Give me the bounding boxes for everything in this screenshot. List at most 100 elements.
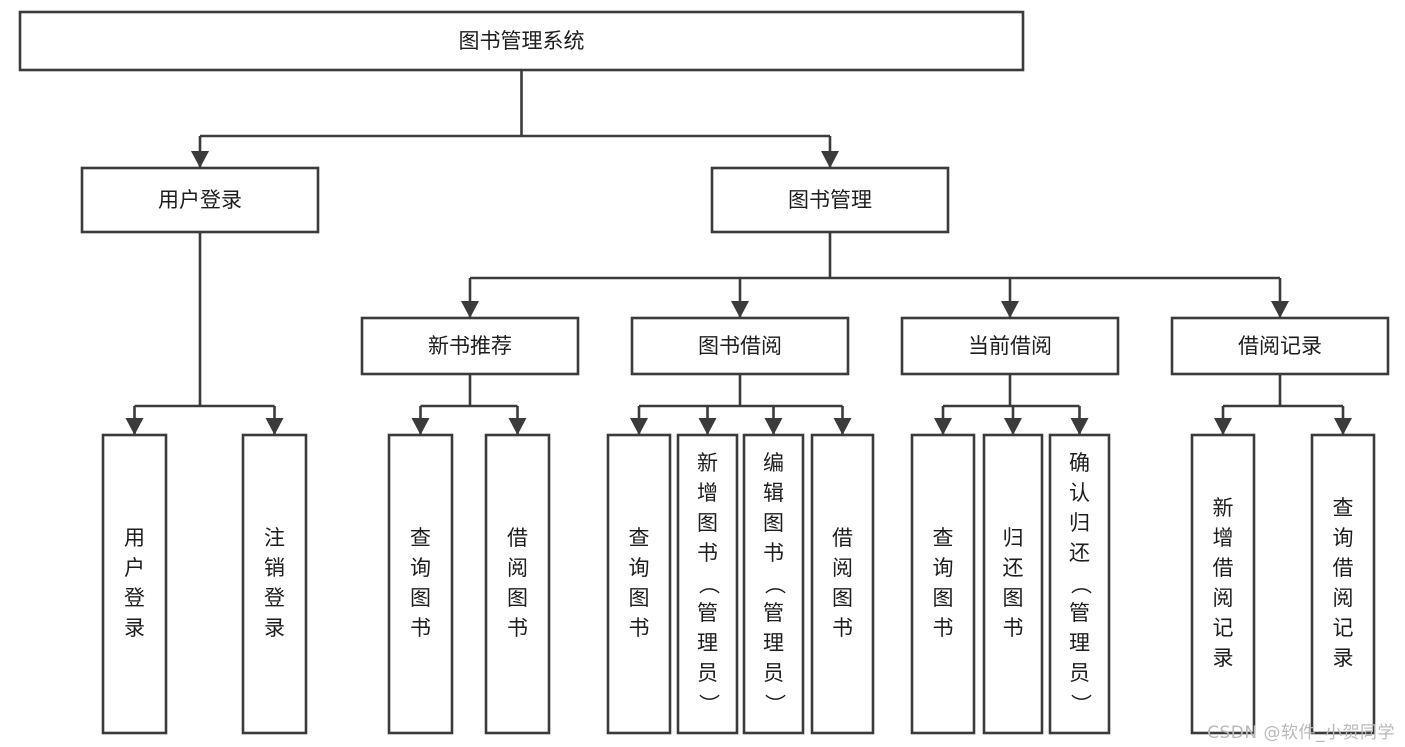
node-level3-图书借阅[interactable]: 图书借阅: [630, 316, 850, 376]
node-label: 图书管理: [788, 188, 872, 212]
svg-text:增: 增: [697, 481, 718, 505]
node-rect: [1310, 433, 1376, 735]
arrow-head-icon: [1004, 418, 1022, 435]
arrow-head-icon: [1070, 418, 1089, 435]
node-level2-图书管理[interactable]: 图书管理: [710, 166, 950, 234]
node-rect: [387, 433, 454, 735]
arrow-head-icon: [508, 418, 527, 435]
node-label: 用户登录: [124, 526, 145, 640]
node-label: 图书借阅: [698, 334, 782, 358]
svg-text:登: 登: [124, 586, 145, 610]
svg-text:图: 图: [507, 586, 528, 610]
node-layer: 图书管理系统用户登录图书管理新书推荐图书借阅当前借阅借阅记录用户登录注销登录查询…: [18, 10, 1390, 735]
svg-text:查: 查: [1333, 496, 1354, 520]
svg-text:询: 询: [1333, 526, 1354, 550]
arrow-head-icon: [1001, 301, 1019, 318]
node-level2-用户登录[interactable]: 用户登录: [80, 166, 320, 234]
svg-text:管: 管: [1069, 601, 1090, 625]
svg-text:借: 借: [1213, 556, 1234, 580]
node-rect: [630, 316, 850, 376]
svg-text:）: ）: [1069, 694, 1093, 715]
svg-text:查: 查: [629, 526, 650, 550]
svg-text:借: 借: [507, 526, 528, 550]
svg-text:辑: 辑: [763, 481, 784, 505]
svg-text:查: 查: [933, 526, 954, 550]
node-level3-借阅记录[interactable]: 借阅记录: [1170, 316, 1390, 376]
svg-text:图: 图: [697, 511, 718, 535]
arrow-head-icon: [731, 301, 749, 318]
svg-text:）: ）: [697, 694, 721, 715]
node-rect: [484, 433, 551, 735]
svg-text:录: 录: [124, 616, 145, 640]
svg-text:图: 图: [410, 586, 431, 610]
node-rect: [900, 316, 1120, 376]
node-root-图书管理系统[interactable]: 图书管理系统: [18, 10, 1025, 72]
node-label: 当前借阅: [968, 334, 1052, 358]
svg-text:录: 录: [264, 616, 285, 640]
node-rect: [1190, 433, 1256, 735]
arrow-head-icon: [934, 418, 952, 435]
node-rect: [910, 433, 976, 735]
svg-text:销: 销: [264, 556, 285, 580]
svg-text:阅: 阅: [1213, 586, 1234, 610]
svg-text:员: 员: [1069, 661, 1090, 685]
node-rect: [101, 433, 168, 735]
svg-text:（: （: [1069, 574, 1093, 595]
svg-text:管: 管: [763, 601, 784, 625]
node-rect: [710, 166, 950, 234]
svg-text:图: 图: [933, 586, 954, 610]
node-level3-当前借阅[interactable]: 当前借阅: [900, 316, 1120, 376]
svg-text:用: 用: [124, 526, 145, 550]
svg-text:登: 登: [264, 586, 285, 610]
svg-text:新: 新: [697, 451, 718, 475]
node-rect: [360, 316, 580, 376]
node-rect: [241, 433, 308, 735]
svg-text:借: 借: [832, 526, 853, 550]
svg-text:图: 图: [763, 511, 784, 535]
node-leaf-用户登录[interactable]: 用户登录: [101, 433, 168, 735]
node-rect: [1048, 433, 1111, 735]
svg-text:管: 管: [697, 601, 718, 625]
arrow-head-icon: [1271, 301, 1289, 318]
svg-text:员: 员: [763, 661, 784, 685]
arrow-head-icon: [461, 301, 479, 318]
node-label: 用户登录: [158, 188, 242, 212]
svg-text:确: 确: [1069, 451, 1090, 475]
node-level3-新书推荐[interactable]: 新书推荐: [360, 316, 580, 376]
node-rect: [18, 10, 1025, 72]
svg-text:增: 增: [1213, 526, 1234, 550]
svg-text:图: 图: [629, 586, 650, 610]
arrow-head-icon: [764, 418, 783, 435]
node-rect: [606, 433, 672, 735]
arrow-head-icon: [1334, 418, 1352, 435]
svg-text:书: 书: [629, 616, 650, 640]
svg-text:（: （: [763, 574, 787, 595]
node-rect: [676, 433, 739, 735]
svg-text:书: 书: [697, 541, 718, 565]
svg-text:理: 理: [697, 631, 718, 655]
svg-text:书: 书: [763, 541, 784, 565]
